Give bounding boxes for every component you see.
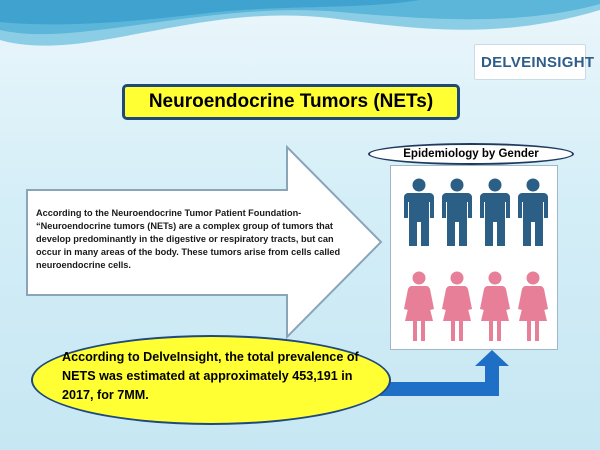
- male-icon: [480, 178, 510, 246]
- definition-text: According to the Neuroendocrine Tumor Pa…: [36, 208, 341, 270]
- definition-arrow: [26, 145, 383, 340]
- male-icon: [518, 178, 548, 246]
- gender-panel: [390, 165, 558, 350]
- header-wave-decoration: [0, 0, 600, 46]
- male-icon: [404, 178, 434, 246]
- brand-logo: DELVEINSIGHT: [474, 44, 594, 80]
- brand-name: DELVEINSIGHT: [481, 53, 595, 71]
- female-icon: [518, 271, 548, 341]
- female-icon: [404, 271, 434, 341]
- female-icon: [442, 271, 472, 341]
- epidemiology-label: Epidemiology by Gender: [368, 143, 574, 165]
- prevalence-text: According to DelveInsight, the total pre…: [62, 350, 359, 402]
- title-box: Neuroendocrine Tumors (NETs): [122, 84, 460, 120]
- page-title: Neuroendocrine Tumors (NETs): [148, 91, 434, 112]
- highlight-ellipse: [31, 335, 391, 425]
- female-icon: [480, 271, 510, 341]
- male-icon: [442, 178, 472, 246]
